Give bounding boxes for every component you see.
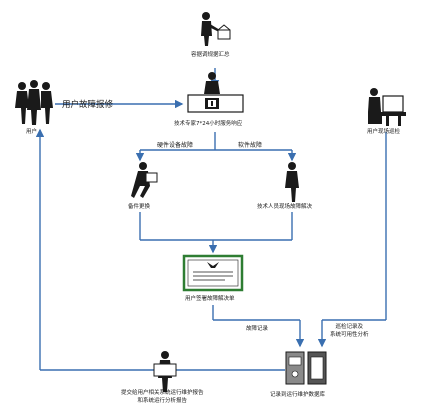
label-hardware-fault: 硬件设备故障 — [157, 142, 194, 149]
label-submit-report: 提交给用户相关系统运行维护报告 和系统运行分析报告 — [121, 390, 204, 404]
label-tech-onsite: 技术人员现场故障解决 — [257, 204, 313, 210]
label-fault-record: 故障记录 — [246, 326, 269, 332]
label-top-summary: 容据调规据汇总 — [191, 52, 230, 58]
report-person-icon — [153, 351, 177, 392]
label-user-left: 用户 — [26, 129, 38, 135]
summary-person-icon — [201, 12, 231, 46]
user-group-icon — [15, 80, 53, 125]
service-desk-icon — [187, 72, 244, 113]
technician-icon — [285, 162, 299, 202]
spare-replace-person-icon — [131, 162, 158, 198]
label-user-site: 用户现场巡检 — [367, 129, 401, 135]
site-inspector-icon — [368, 88, 406, 126]
database-server-icon — [285, 351, 327, 385]
label-software-fault: 软件故障 — [238, 142, 263, 149]
signed-sheet-icon — [182, 254, 244, 292]
label-signed-sheet: 用户签署故障解决单 — [185, 296, 235, 302]
label-inspection-record: 巡检记录及 系统可用性分析 — [330, 324, 369, 338]
label-spare-replace: 备件更换 — [128, 204, 151, 210]
label-service-center: 技术专家7*24小时服务响应 — [174, 121, 243, 127]
label-report-repair: 用户故障报修 — [62, 100, 114, 110]
label-database: 记录到运行维护数据库 — [270, 392, 326, 398]
